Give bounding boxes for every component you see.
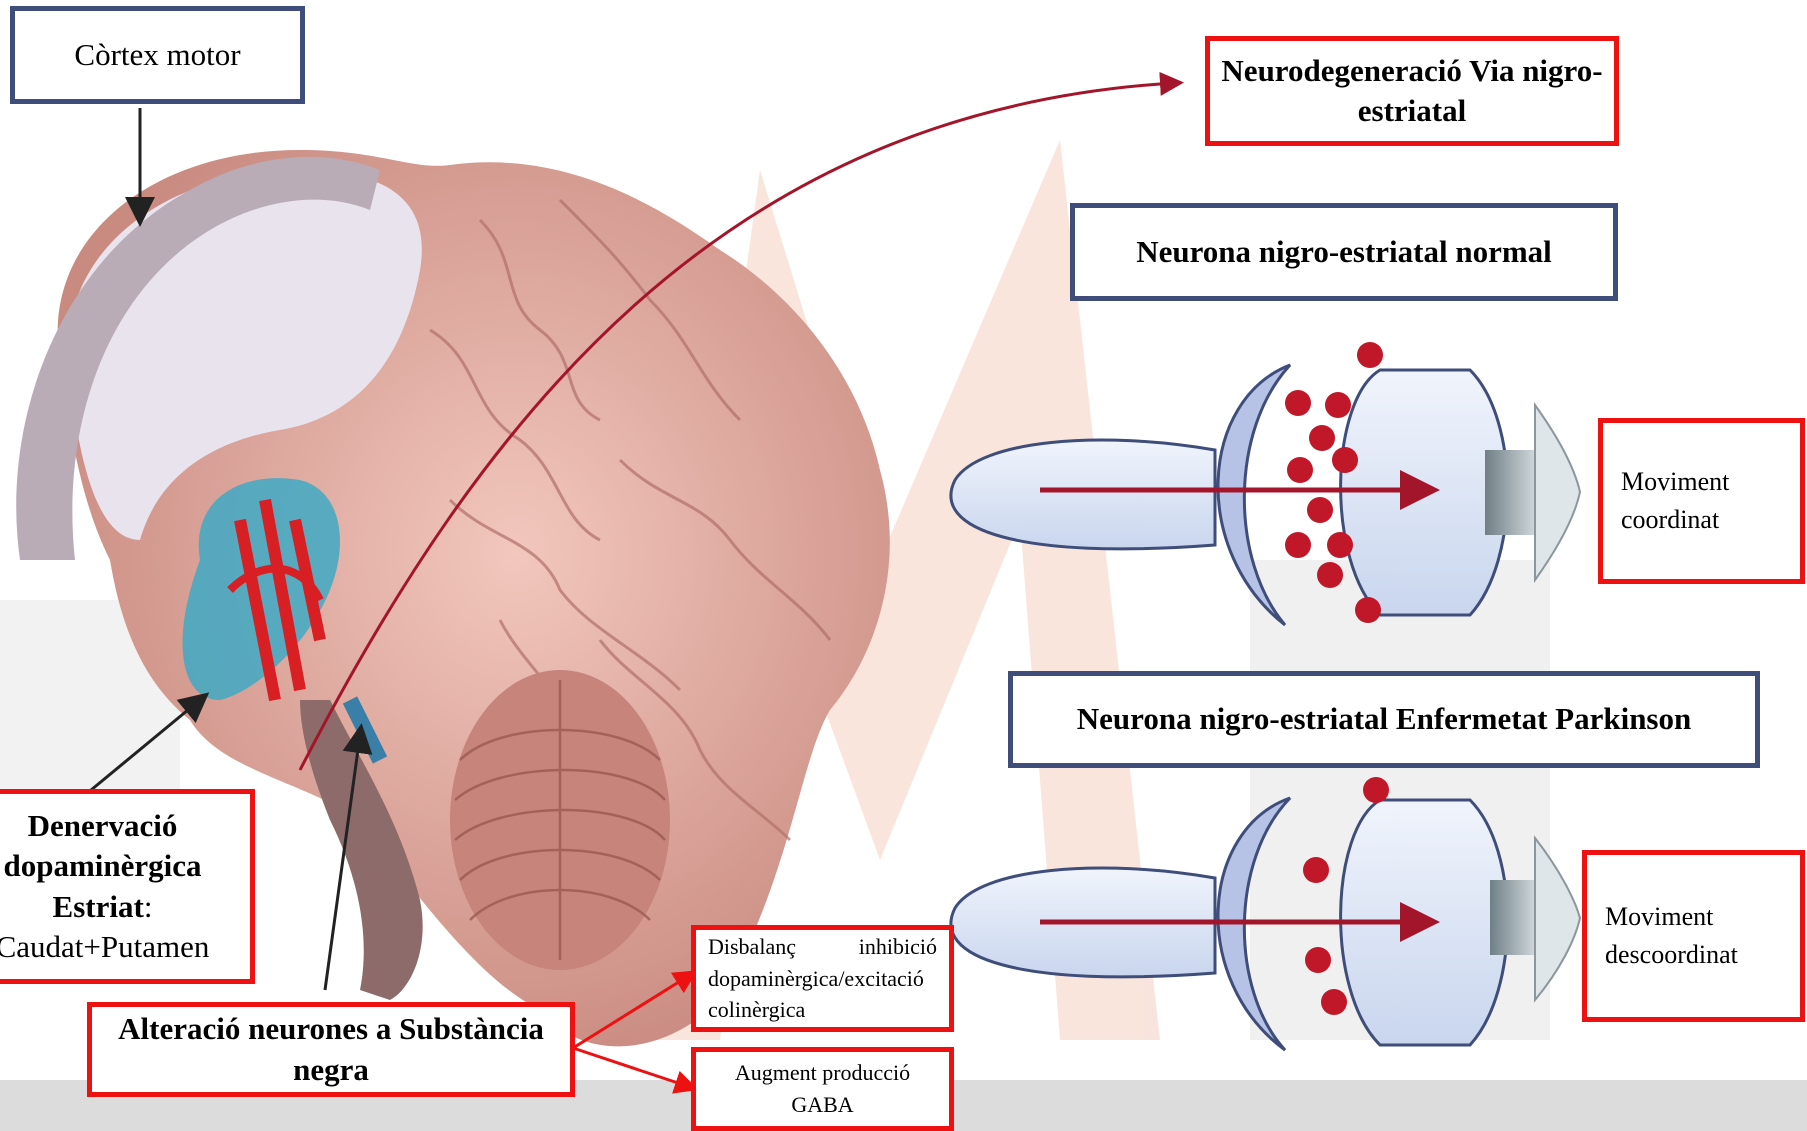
- moviment-descoordinat-box: Moviment descoordinat: [1582, 850, 1805, 1022]
- alteracio-box: Alteració neurones a Substància negra: [87, 1002, 575, 1097]
- neurodegeneration-box: Neurodegeneració Via nigro-estriatal: [1205, 36, 1619, 146]
- cortex-motor-label: Còrtex motor: [10, 6, 305, 104]
- augment-box: Augment producció GABA: [691, 1047, 954, 1131]
- normal-neuron-title: Neurona nigro-estriatal normal: [1070, 203, 1618, 301]
- disbalanc-box: Disbalanç inhibició dopaminèrgica/excita…: [691, 925, 954, 1032]
- denervacio-box: Denervació dopaminèrgica Estriat:Caudat+…: [0, 789, 255, 984]
- moviment-coordinat-box: Moviment coordinat: [1598, 418, 1805, 584]
- parkinson-neuron-title: Neurona nigro-estriatal Enfermetat Parki…: [1008, 671, 1760, 768]
- presynaptic-neuron: [951, 440, 1215, 549]
